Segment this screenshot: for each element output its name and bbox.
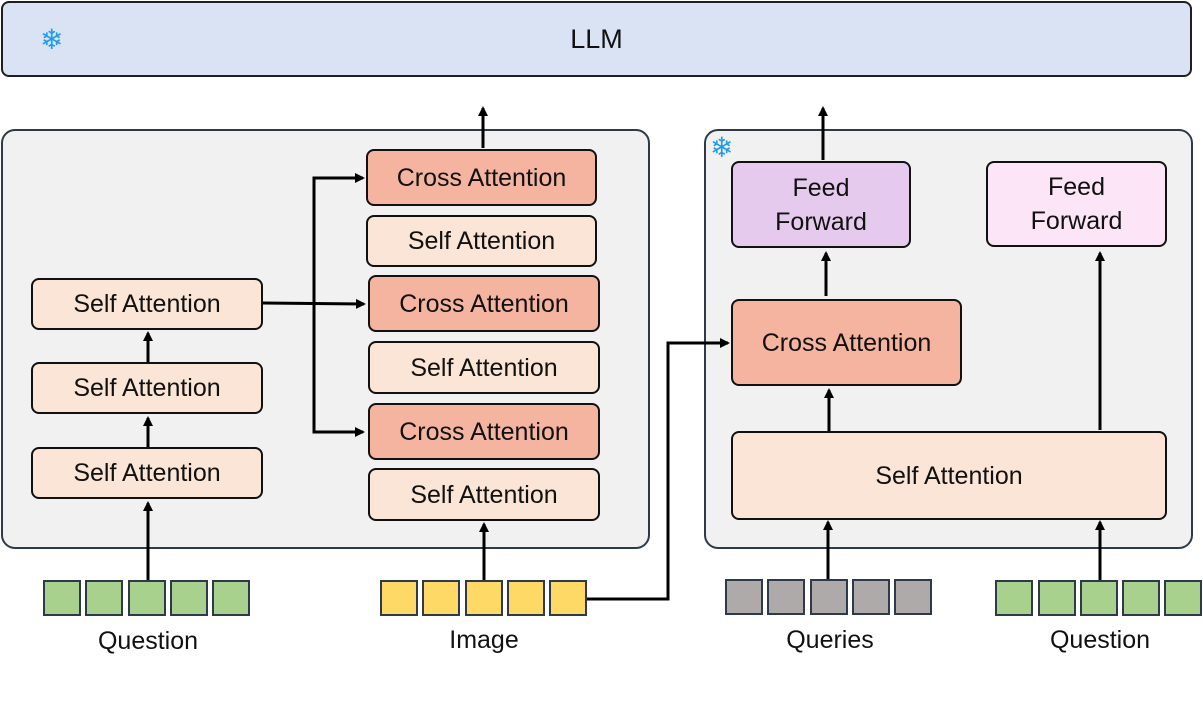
cross-attention-block: Cross Attention <box>368 403 600 460</box>
feed-forward-block: Feed Forward <box>986 161 1167 247</box>
question-token <box>128 580 166 616</box>
question-token <box>212 580 250 616</box>
image-token <box>507 580 545 616</box>
question-token <box>1038 580 1076 616</box>
query-token <box>852 579 890 615</box>
question-token <box>1122 580 1160 616</box>
query-token <box>810 579 848 615</box>
question-token <box>1164 580 1202 616</box>
llm-label: LLM <box>570 23 623 54</box>
queries-caption: Queries <box>786 626 874 654</box>
self-attention-block: Self Attention <box>31 278 263 330</box>
image-token <box>465 580 503 616</box>
shared-self-attention-block: Self Attention <box>731 431 1167 520</box>
query-token <box>767 579 805 615</box>
cross-attention-block: Cross Attention <box>366 149 597 206</box>
cross-attention-block: Cross Attention <box>368 275 600 332</box>
question-token <box>995 580 1033 616</box>
question-token <box>1080 580 1118 616</box>
cross-attention-block: Cross Attention <box>731 299 962 386</box>
self-attention-block: Self Attention <box>31 447 263 499</box>
feed-forward-frozen-block: Feed Forward <box>731 161 911 248</box>
llm-block: ❄ LLM <box>1 1 1192 77</box>
self-attention-block: Self Attention <box>368 341 600 394</box>
self-attention-block: Self Attention <box>366 215 597 267</box>
self-attention-block: Self Attention <box>368 468 600 521</box>
snowflake-icon: ❄ <box>710 132 734 163</box>
question-token <box>170 580 208 616</box>
image-token <box>380 580 418 616</box>
query-token <box>725 579 763 615</box>
question-caption: Question <box>1049 626 1151 654</box>
question-token <box>43 580 81 616</box>
question-caption: Question <box>97 627 199 655</box>
question-token <box>85 580 123 616</box>
self-attention-block: Self Attention <box>31 362 263 414</box>
image-caption: Image <box>449 626 519 654</box>
image-token <box>549 580 587 616</box>
snowflake-icon: ❄ <box>40 24 64 55</box>
image-token <box>422 580 460 616</box>
query-token <box>894 579 932 615</box>
